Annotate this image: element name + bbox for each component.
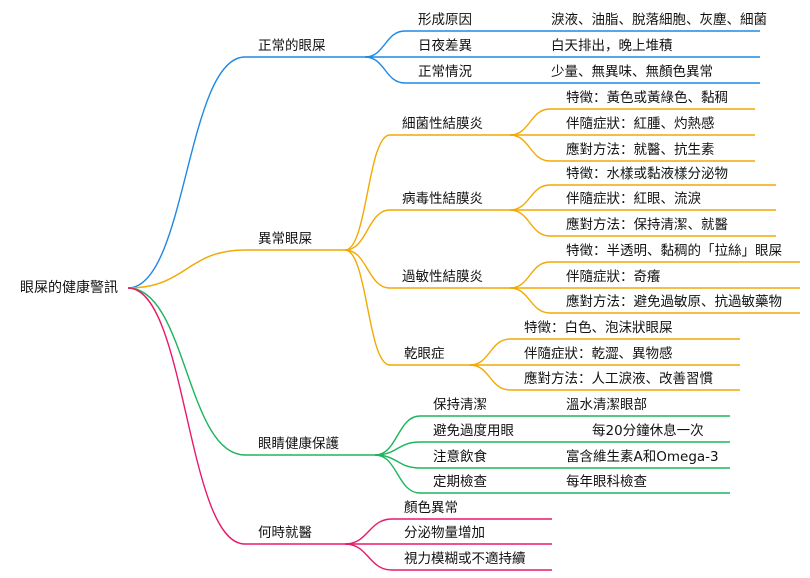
detail-avoid-overuse: 每20分鐘休息一次 (592, 423, 704, 439)
connector-abnormal-topic (344, 209, 391, 251)
connector-root-normal (127, 56, 246, 289)
detail-viral-feature: 特徵：水樣或黏液樣分泌物 (566, 166, 728, 182)
connector-abnormal-detail (469, 364, 511, 391)
topic-avoid-overuse: 避免過度用眼 (433, 423, 514, 439)
topic-formation-cause: 形成原因 (418, 12, 472, 28)
detail-viral-symptom: 伴隨症狀：紅眼、流淚 (566, 191, 701, 207)
detail-normal-state: 少量、無異味、無顏色異常 (551, 64, 713, 80)
detail-dry-eye-feature: 特徵：白色、泡沫狀眼屎 (524, 320, 673, 336)
connector-root-doctor (127, 287, 246, 545)
topic-allergic-conjunctivitis: 過敏性結膜炎 (402, 269, 483, 285)
topic-day-night: 日夜差異 (418, 38, 472, 54)
connector-abnormal-topic (344, 134, 391, 251)
topic-normal-state: 正常情況 (418, 64, 472, 80)
connector-normal-child (364, 56, 406, 84)
detail-allergic-symptom: 伴隨症狀：奇癢 (566, 269, 661, 285)
connector-abnormal-detail (469, 338, 511, 366)
connector-protection-child (374, 415, 421, 456)
detail-allergic-response: 應對方法：避免過敏原、抗過敏藥物 (566, 294, 782, 310)
topic-discharge-increase: 分泌物量增加 (404, 525, 485, 541)
detail-allergic-feature: 特徵：半透明、黏稠的「拉絲」眼屎 (566, 243, 782, 259)
branch-normal-discharge: 正常的眼屎 (258, 38, 326, 54)
detail-formation-cause: 淚液、油脂、脫落細胞、灰塵、細菌 (551, 12, 767, 28)
topic-regular-checkup: 定期檢查 (433, 474, 487, 490)
topic-dry-eye: 乾眼症 (404, 346, 445, 362)
topic-viral-conjunctivitis: 病毒性結膜炎 (402, 191, 483, 207)
connector-normal-child (364, 30, 406, 58)
connector-root-protection (127, 287, 246, 456)
detail-bacterial-feature: 特徵：黃色或黃綠色、黏稠 (566, 90, 728, 106)
connector-abnormal-detail (509, 209, 551, 237)
connector-doctor-child (344, 543, 393, 571)
detail-dry-eye-symptom: 伴隨症狀：乾澀、異物感 (524, 346, 673, 362)
branch-when-to-see-doctor: 何時就醫 (258, 525, 312, 541)
connector-abnormal-topic (344, 249, 391, 289)
connector-abnormal-detail (509, 287, 551, 314)
root-topic: 眼屎的健康警訊 (20, 280, 118, 296)
detail-dry-eye-response: 應對方法：人工淚液、改善習慣 (524, 371, 713, 387)
branch-eye-protection: 眼睛健康保護 (258, 436, 339, 452)
topic-color-abnormal: 顏色異常 (404, 500, 458, 516)
topic-blurred-vision: 視力模糊或不適持續 (404, 551, 526, 567)
detail-viral-response: 應對方法：保持清潔、就醫 (566, 217, 728, 233)
connector-abnormal-detail (509, 261, 551, 289)
branch-abnormal-discharge: 異常眼屎 (258, 231, 312, 247)
detail-diet: 富含維生素A和Omega-3 (566, 449, 719, 465)
connector-doctor-child (344, 518, 393, 545)
connector-abnormal-detail (509, 184, 551, 211)
connector-abnormal-detail (509, 108, 551, 136)
connector-root-abnormal (127, 249, 246, 289)
detail-regular-checkup: 每年眼科檢查 (566, 474, 647, 490)
detail-day-night: 白天排出，晚上堆積 (551, 38, 673, 54)
topic-diet: 注意飲食 (433, 449, 487, 465)
connector-abnormal-detail (509, 134, 551, 162)
detail-bacterial-symptom: 伴隨症狀：紅腫、灼熱感 (566, 116, 715, 132)
connector-abnormal-topic (344, 249, 391, 366)
connector-protection-child (374, 454, 421, 494)
topic-bacterial-conjunctivitis: 細菌性結膜炎 (402, 116, 483, 132)
detail-keep-clean: 溫水清潔眼部 (566, 397, 647, 413)
topic-keep-clean: 保持清潔 (433, 397, 487, 413)
detail-bacterial-response: 應對方法：就醫、抗生素 (566, 142, 715, 158)
